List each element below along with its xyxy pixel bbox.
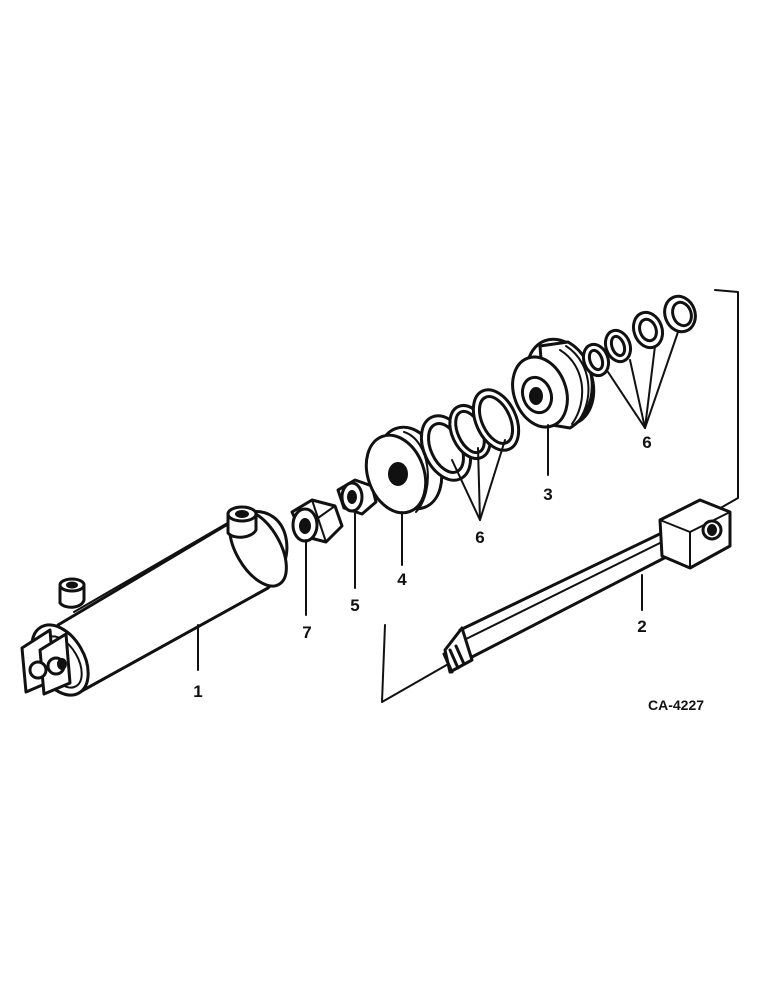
callout-2: 2 [637,617,646,636]
callout-4: 4 [397,570,407,589]
part-3-gland [511,337,596,430]
part-6-seal-rings-right [581,294,697,378]
callout-7: 7 [302,623,311,642]
callout-5: 5 [350,596,359,615]
part-5-hex-nut [336,478,378,516]
callout-3: 3 [543,485,552,504]
part-1-cylinder-barrel [20,505,289,697]
figure-code: CA-4227 [648,697,704,713]
leader-lines [197,331,679,671]
callout-6-left: 6 [475,528,484,547]
callout-1: 1 [193,682,202,701]
parts-group-outline [381,289,739,703]
part-2-piston-rod [442,498,732,674]
callout-6-right: 6 [642,433,651,452]
part-7-hex-nut [290,498,344,544]
part-6-seal-rings-left [419,388,521,482]
